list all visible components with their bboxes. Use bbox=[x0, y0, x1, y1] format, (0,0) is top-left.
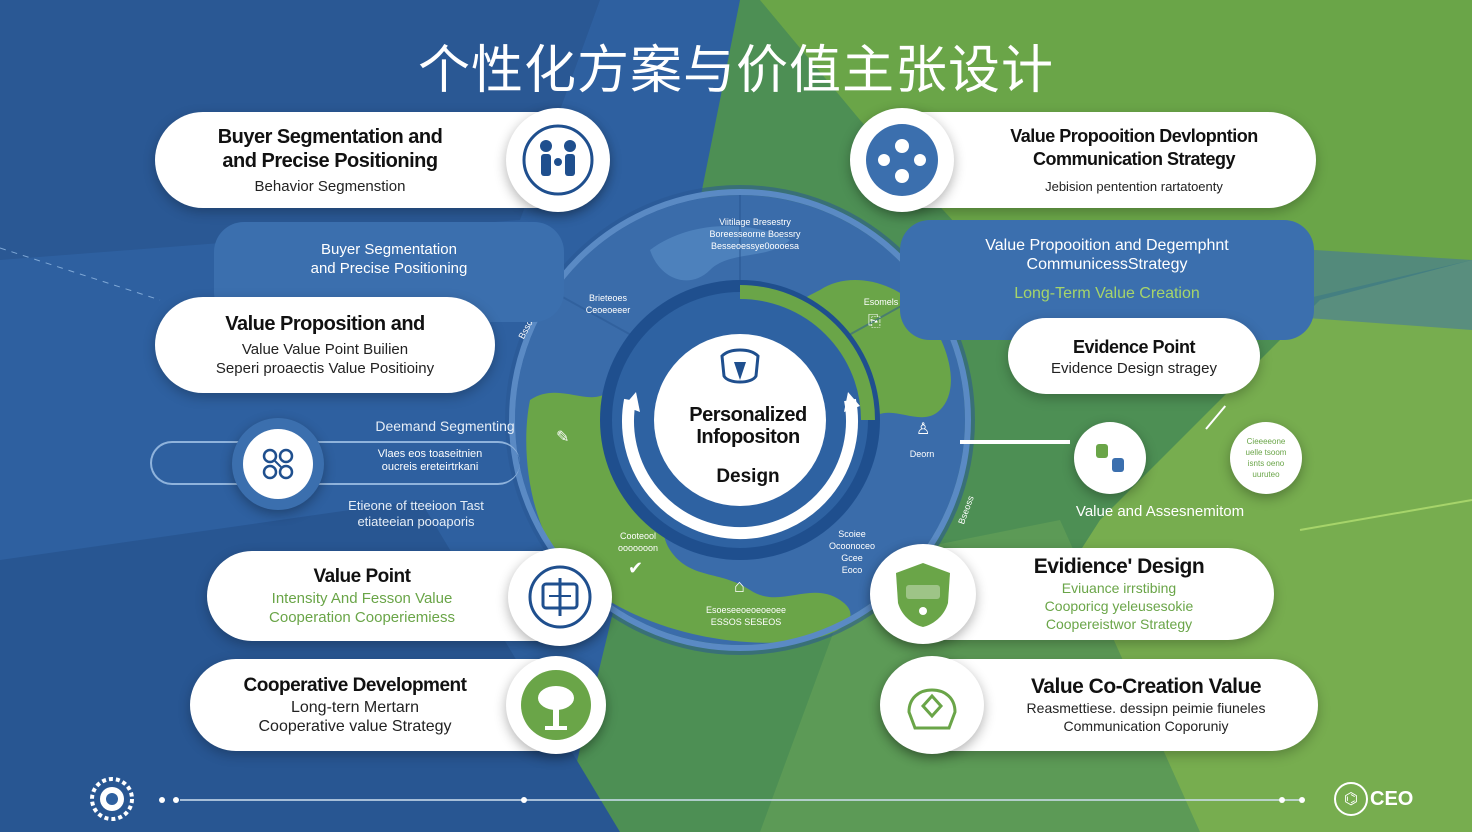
right-card-5-title: Value Co-Creation Value bbox=[1030, 675, 1262, 698]
right-card-5-icon-badge bbox=[880, 656, 984, 754]
tool-icon: ✎ bbox=[556, 429, 569, 446]
middle-right-bubble: Cieeeeone uelle tsoom isnts oeno uuruteo bbox=[1230, 422, 1302, 494]
check-icon: ✔ bbox=[628, 558, 643, 578]
right-card-1-icon-badge bbox=[850, 108, 954, 212]
ring-label-top: Viitilage Bresestry Boreesseorne Boessry… bbox=[709, 217, 801, 251]
page-title: 个性化方案与价值主张设计 bbox=[417, 41, 1054, 101]
group-icon bbox=[866, 124, 938, 196]
footer-logo-text: CEO bbox=[1370, 788, 1414, 810]
ring-label-bottom-mid: Esoeseeoeoeoeoee ESSOS SESEOS bbox=[705, 605, 787, 627]
center-line-3: Design bbox=[716, 466, 780, 487]
right-card-3[interactable]: Evidence Point Evidence Design stragey bbox=[1008, 318, 1260, 394]
left-card-5-title: Cooperative Development bbox=[243, 675, 467, 696]
left-card-3[interactable]: Value Proposition and Value Value Point … bbox=[155, 297, 495, 393]
middle-left-heading: Deemand Segmenting bbox=[375, 418, 515, 434]
tree-icon bbox=[521, 670, 591, 740]
left-card-2-title: Buyer Segmentation and Precise Positioni… bbox=[310, 241, 468, 277]
people-icon bbox=[522, 124, 594, 196]
footer-left-logo bbox=[88, 774, 136, 824]
center-line-1: Personalized bbox=[689, 404, 807, 426]
ring-label-bottom-left: Cooteool ooooooon bbox=[617, 531, 659, 553]
gear-badge-icon bbox=[90, 777, 134, 821]
house-icon: ⌂ bbox=[734, 576, 745, 596]
middle-left-text-1: Vlaes eos toaseitnien oucreis ereteirtrk… bbox=[377, 448, 483, 473]
middle-right-icon-badge bbox=[1074, 422, 1146, 494]
ring-label-bottom-right: Scoiee Ocoonoceo Gcee Eoco bbox=[828, 529, 876, 575]
center-title: Personalized Infopositon bbox=[640, 404, 856, 448]
chart-icon bbox=[1096, 444, 1124, 472]
right-card-4-title: Evidience' Design bbox=[1033, 555, 1205, 578]
left-card-1-sub: Behavior Segmenstion bbox=[254, 177, 406, 195]
middle-left-icon-badge bbox=[232, 418, 324, 510]
right-card-2-title: Value Propooition and Degemphnt Communic… bbox=[985, 237, 1229, 273]
ring-label-right-mid: Deorn bbox=[909, 449, 935, 459]
left-card-4-icon-badge bbox=[508, 548, 612, 646]
network-icon bbox=[262, 448, 294, 480]
left-card-1-title: Buyer Segmentation and and Precise Posit… bbox=[217, 125, 443, 172]
left-card-5-sub: Long-tern Mertarn Cooperative value Stra… bbox=[258, 699, 452, 735]
clipboard-icon: ⎘ bbox=[868, 313, 881, 330]
right-card-3-sub: Evidence Design stragey bbox=[1051, 359, 1217, 377]
center-line-2: Infopositon bbox=[696, 426, 800, 448]
ring-label-right-top: Esomels bbox=[863, 297, 899, 307]
middle-right-label: Value and Assesnemitom bbox=[1075, 503, 1245, 520]
right-card-1-sub: Jebision pentention rartatoenty bbox=[1045, 178, 1223, 194]
right-card-3-title: Evidence Point bbox=[1072, 336, 1196, 357]
right-card-4-sub: Eviuance irrstibing Cooporicg yeleusesok… bbox=[1044, 580, 1194, 632]
left-card-5-icon-badge bbox=[506, 656, 606, 754]
footer-right-logo-icon: ⌬ bbox=[1334, 782, 1368, 816]
right-card-2-sub: Long-Term Value Creation bbox=[1014, 285, 1200, 302]
right-card-4-icon-badge bbox=[870, 544, 976, 644]
left-card-4-title: Value Point bbox=[313, 566, 411, 587]
right-card-1-title: Value Propooition Devlopntion Communicat… bbox=[1010, 125, 1258, 169]
central-ring-diagram: ✎ ✔ ⎘ ♙ ⌂ bbox=[505, 185, 975, 655]
middle-right-arrow bbox=[960, 440, 1070, 444]
shield-icon bbox=[896, 563, 950, 627]
blueprint-icon bbox=[528, 565, 592, 629]
bulb-icon: ♙ bbox=[916, 421, 930, 438]
left-card-3-title: Value Proposition and bbox=[225, 313, 425, 335]
center-shield-icon bbox=[720, 348, 760, 384]
hands-icon bbox=[907, 688, 957, 730]
left-card-1-icon-badge bbox=[506, 108, 610, 212]
middle-left-text-2: Etieone of tteeioon Tast etiateeian pooa… bbox=[348, 498, 484, 529]
middle-left-track bbox=[150, 441, 520, 485]
middle-right-bubble-text: Cieeeeone uelle tsoom isnts oeno uuruteo bbox=[1245, 437, 1287, 479]
left-card-4-sub: Intensity And Fesson Value Cooperation C… bbox=[269, 590, 455, 626]
ring-label-left-top: Brieteoes Ceoeoeeer bbox=[585, 293, 631, 315]
left-card-3-sub: Value Value Point Builien Seperi proaect… bbox=[215, 341, 435, 377]
right-card-5-sub: Reasmettiese. dessipn peimie fiuneles Co… bbox=[1026, 700, 1266, 734]
